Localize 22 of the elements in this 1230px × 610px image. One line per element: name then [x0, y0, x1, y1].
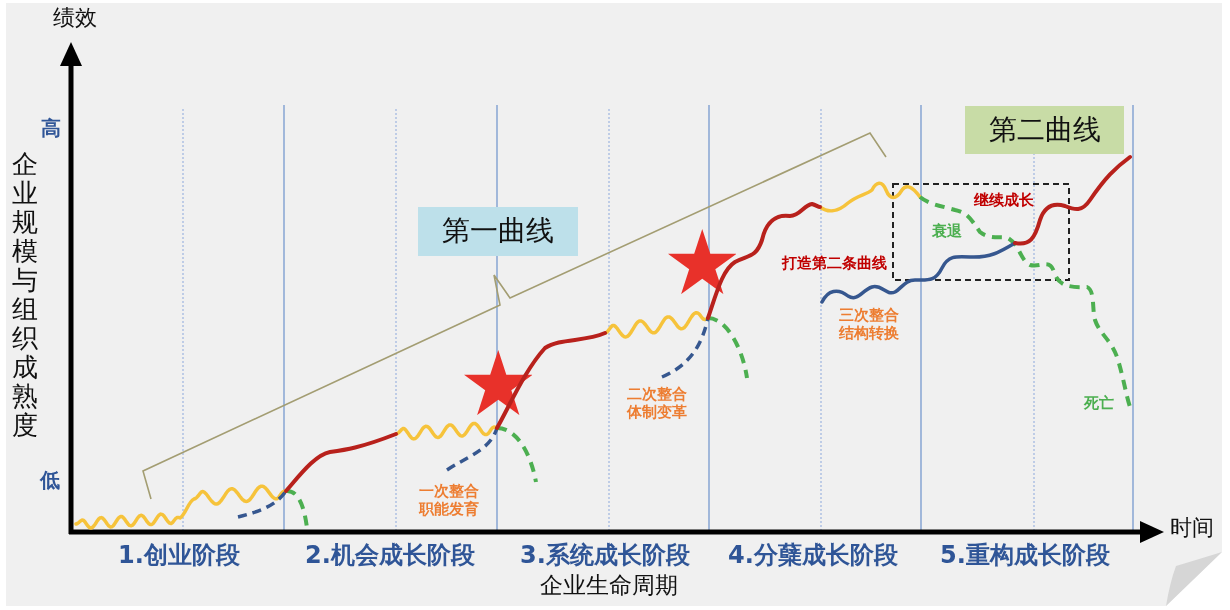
stage-label: 2.机会成长阶段 [305, 541, 475, 570]
curve-title: 第一曲线 [442, 216, 554, 247]
annotation-text: 继续成长 [974, 191, 1034, 209]
axis-title: 时间 [1170, 515, 1214, 542]
axis-tick-label: 高 [41, 116, 61, 140]
stage-label: 4.分蘖成长阶段 [728, 541, 898, 570]
axis-title: 企业规模与组织成熟度 [12, 150, 39, 440]
annotation-text: 一次整合职能发育 [419, 482, 480, 518]
stage-label: 3.系统成长阶段 [520, 541, 690, 570]
axis-title: 绩效 [53, 5, 97, 32]
annotation-text: 三次整合结构转换 [839, 306, 900, 342]
stage-label: 5.重构成长阶段 [940, 541, 1110, 570]
curve-title: 第二曲线 [988, 114, 1101, 146]
annotation-text: 死亡 [1084, 394, 1114, 412]
stage-label: 1.创业阶段 [118, 541, 240, 570]
annotation-text: 二次整合体制变革 [627, 385, 688, 421]
curve-title-panel [965, 106, 1124, 154]
curve-title-panel [418, 207, 578, 256]
axis-title: 企业生命周期 [540, 572, 678, 600]
annotation-text: 打造第二条曲线 [782, 254, 887, 272]
annotation-text: 衰退 [932, 222, 962, 240]
axis-tick-label: 低 [40, 468, 60, 492]
